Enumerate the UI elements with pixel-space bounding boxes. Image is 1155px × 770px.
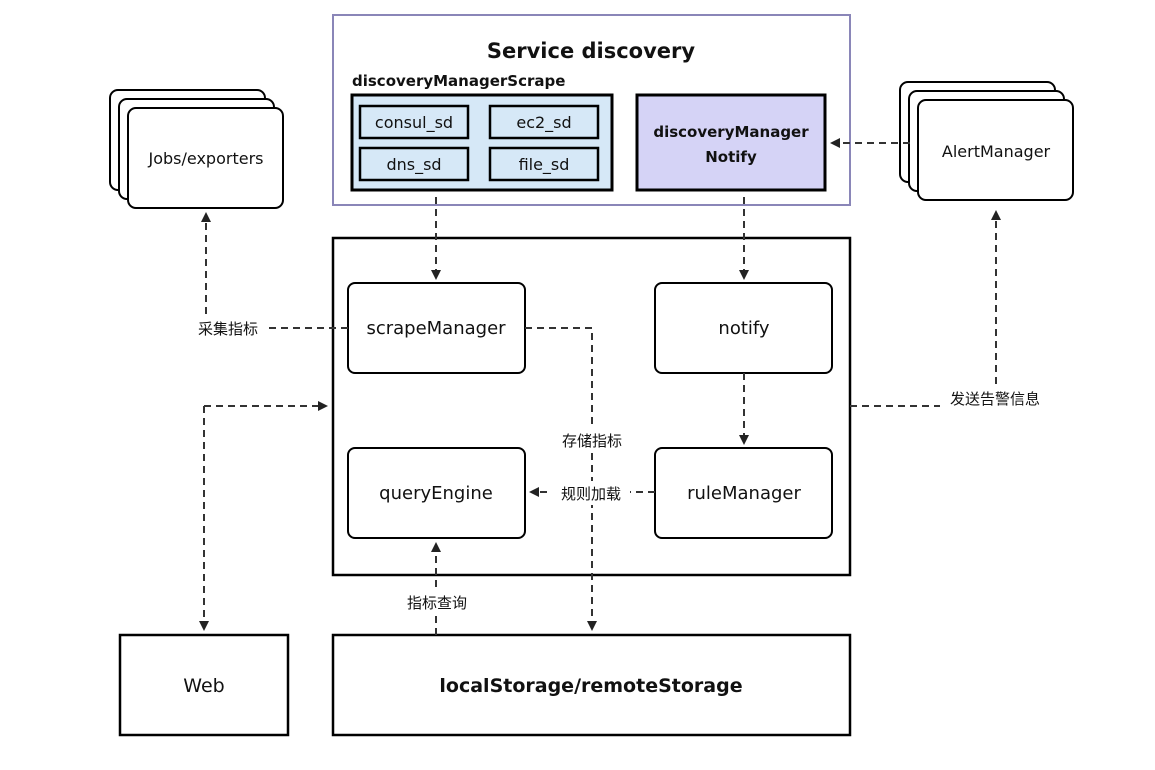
edge-label-metric-query: 指标查询 <box>407 594 467 612</box>
file-sd-label: file_sd <box>519 155 570 175</box>
edge-label-send-alerts: 发送告警信息 <box>950 390 1040 408</box>
rule-manager-label: ruleManager <box>687 483 801 504</box>
edge-scrape-manager-to-jobs <box>201 212 348 329</box>
discovery-manager-scrape-label: discoveryManagerScrape <box>352 72 565 90</box>
dns-sd-box <box>358 146 470 182</box>
query-engine-label: queryEngine <box>379 483 493 504</box>
ec2-sd-box <box>488 104 600 140</box>
discovery-manager-notify-box <box>635 93 827 192</box>
web-box <box>118 633 290 737</box>
web-label: Web <box>183 675 224 697</box>
edge-scrape-manager-to-storage <box>525 327 597 631</box>
jobs-exporters-label: Jobs/exporters <box>148 149 264 168</box>
edge-label-collect-metrics: 采集指标 <box>198 320 258 338</box>
ec2-sd-label: ec2_sd <box>516 113 571 133</box>
consul-sd-label: consul_sd <box>375 113 453 133</box>
edge-label-rule-loading: 规则加载 <box>561 485 621 503</box>
edge-label-store-metrics: 存储指标 <box>562 432 622 450</box>
discovery-manager-notify-line2: Notify <box>705 148 757 166</box>
alert-manager-label: AlertManager <box>942 142 1051 161</box>
notify-label: notify <box>718 318 770 339</box>
storage-box <box>331 633 852 737</box>
consul-sd-box <box>358 104 470 140</box>
file-sd-box <box>488 146 600 182</box>
edge-core-to-alertmanager <box>850 210 1001 407</box>
discovery-manager-notify-line1: discoveryManager <box>653 123 809 141</box>
alert-manager-stack <box>899 81 1074 201</box>
query-engine-box <box>347 447 526 539</box>
scrape-manager-label: scrapeManager <box>366 318 506 339</box>
service-discovery-title: Service discovery <box>487 39 696 63</box>
storage-label: localStorage/remoteStorage <box>439 675 742 697</box>
jobs-exporters-stack <box>109 89 284 209</box>
dns-sd-label: dns_sd <box>386 155 441 175</box>
